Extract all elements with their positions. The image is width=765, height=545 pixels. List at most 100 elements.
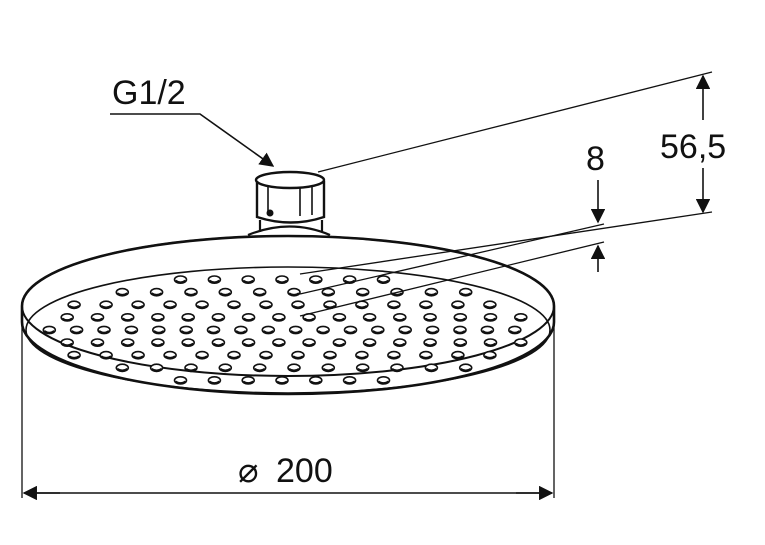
nozzle-shadow	[484, 342, 497, 347]
nozzle-shadow	[98, 330, 110, 334]
nozzle-shadow	[260, 355, 272, 359]
nozzle-shadow	[452, 355, 464, 359]
connector-flats	[267, 186, 313, 216]
nozzle-shadow	[424, 317, 436, 322]
nozzle-shadow	[228, 304, 240, 309]
nozzle-shadow	[391, 367, 403, 372]
nozzle-shadow	[425, 292, 437, 296]
nozzle-shadow	[208, 279, 220, 284]
nozzle-shadow	[484, 317, 497, 322]
nozzle-shadow	[333, 342, 345, 347]
nozzle-shadow	[420, 355, 432, 359]
nozzle-shadow	[425, 367, 437, 372]
nozzle-shadow	[420, 304, 432, 309]
nozzle-shadow	[254, 367, 266, 372]
nozzle-shadow	[43, 330, 55, 334]
height-extension-top	[317, 71, 713, 173]
nozzle-shadow	[454, 342, 466, 347]
nozzle-shadow	[243, 342, 255, 347]
nozzle-shadow	[91, 317, 104, 322]
nozzle-shadow	[377, 279, 390, 284]
nozzle-shadow	[116, 292, 128, 296]
nozzle-shadow	[356, 304, 368, 309]
thread-callout: G1/2	[110, 74, 275, 167]
nozzle-shadow	[254, 292, 266, 296]
diameter-label: 200	[276, 452, 333, 490]
connector-neck	[258, 220, 324, 232]
thread-leader-line	[110, 113, 275, 167]
nozzle-shadow	[484, 355, 496, 359]
connector-top	[254, 170, 326, 190]
nozzle-shadow	[151, 292, 163, 296]
nozzle-shadow	[185, 292, 197, 296]
nozzle-shadow	[399, 330, 411, 334]
nozzle-shadow	[207, 330, 220, 334]
nozzle-shadow	[152, 342, 164, 347]
nozzle-shadow	[196, 304, 208, 309]
nozzle-shadow	[317, 330, 329, 334]
nozzle-shadow	[152, 317, 164, 322]
nozzle-shadow	[164, 355, 176, 359]
nozzle-shadow	[460, 292, 472, 296]
nozzle-shadow	[454, 330, 466, 334]
nozzle-shadow	[219, 292, 231, 296]
nozzle-shadow	[100, 355, 112, 359]
disc-face	[25, 266, 551, 394]
nozzle-shadow	[364, 342, 376, 347]
nozzle-shadow	[288, 367, 300, 372]
nozzle-shadow	[91, 342, 104, 347]
thickness-extension-top	[299, 223, 605, 295]
nozzle-shadow	[122, 317, 134, 322]
nozzle-shadow	[344, 380, 356, 385]
nozzle-shadow	[273, 342, 285, 347]
nozzle-shadow	[357, 292, 369, 296]
diameter-dimension: ⌀ 200	[21, 326, 555, 501]
diameter-symbol: ⌀	[238, 452, 258, 490]
nozzle-shadow	[452, 304, 464, 309]
nozzle-shadow	[262, 330, 274, 334]
nozzle-shadow	[310, 380, 322, 385]
thickness-dimension: 8	[299, 140, 606, 317]
nozzle-shadow	[290, 330, 302, 334]
nozzle-shadow	[509, 330, 521, 334]
nozzle-pattern	[42, 275, 528, 385]
nozzle-shadow	[228, 355, 240, 359]
height-extension-bottom	[299, 211, 713, 275]
nozzle-shadow	[208, 380, 220, 385]
nozzle-shadow	[174, 279, 187, 284]
nozzle-shadow	[364, 317, 376, 322]
nozzle-shadow	[122, 342, 134, 347]
disc-top-rim	[21, 235, 555, 377]
nozzle-shadow	[344, 330, 357, 334]
thickness-label: 8	[586, 140, 605, 178]
nozzle-shadow	[303, 342, 315, 347]
nozzle-shadow	[153, 330, 165, 334]
nozzle-shadow	[427, 330, 439, 334]
nozzle-shadow	[484, 304, 496, 309]
connector-body	[255, 181, 326, 224]
nozzle-shadow	[243, 317, 255, 322]
nozzle-shadow	[388, 304, 400, 309]
nozzle-shadow	[132, 355, 144, 359]
nozzle-shadow	[219, 367, 231, 372]
nozzle-shadow	[276, 380, 288, 385]
nozzle-shadow	[288, 292, 300, 296]
nozzle-shadow	[260, 304, 272, 309]
nozzle-shadow	[454, 317, 466, 322]
nozzle-shadow	[235, 330, 247, 334]
nozzle-shadow	[310, 279, 322, 284]
nozzle-shadow	[515, 317, 527, 322]
nozzle-shadow	[242, 279, 254, 284]
nozzle-shadow	[180, 330, 192, 334]
connector-joint	[247, 170, 331, 237]
nozzle-shadow	[322, 292, 334, 296]
nozzle-shadow	[242, 380, 254, 385]
nozzle-shadow	[212, 342, 224, 347]
nozzle-shadow	[196, 355, 208, 359]
nozzle-shadow	[324, 304, 336, 309]
nozzle-shadow	[61, 342, 73, 347]
nozzle-shadow	[292, 355, 304, 359]
nozzle-shadow	[276, 279, 288, 284]
nozzle-shadow	[394, 317, 406, 322]
nozzle-shadow	[273, 317, 285, 322]
